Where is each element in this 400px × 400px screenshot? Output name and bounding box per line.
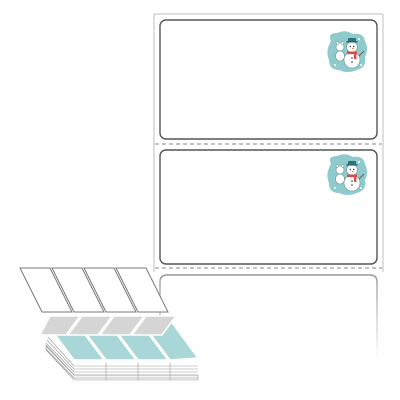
label-top — [159, 19, 378, 140]
stack-top-sheet — [19, 267, 169, 313]
fanfold-label-stack-icon — [19, 267, 200, 381]
snowman-with-bear-icon — [326, 153, 368, 196]
snowman-with-bear-icon — [326, 30, 368, 73]
label-continuation — [159, 274, 378, 360]
label-middle — [159, 149, 378, 265]
stack-layers — [45, 336, 199, 381]
stack-fold-tiles — [38, 315, 178, 336]
